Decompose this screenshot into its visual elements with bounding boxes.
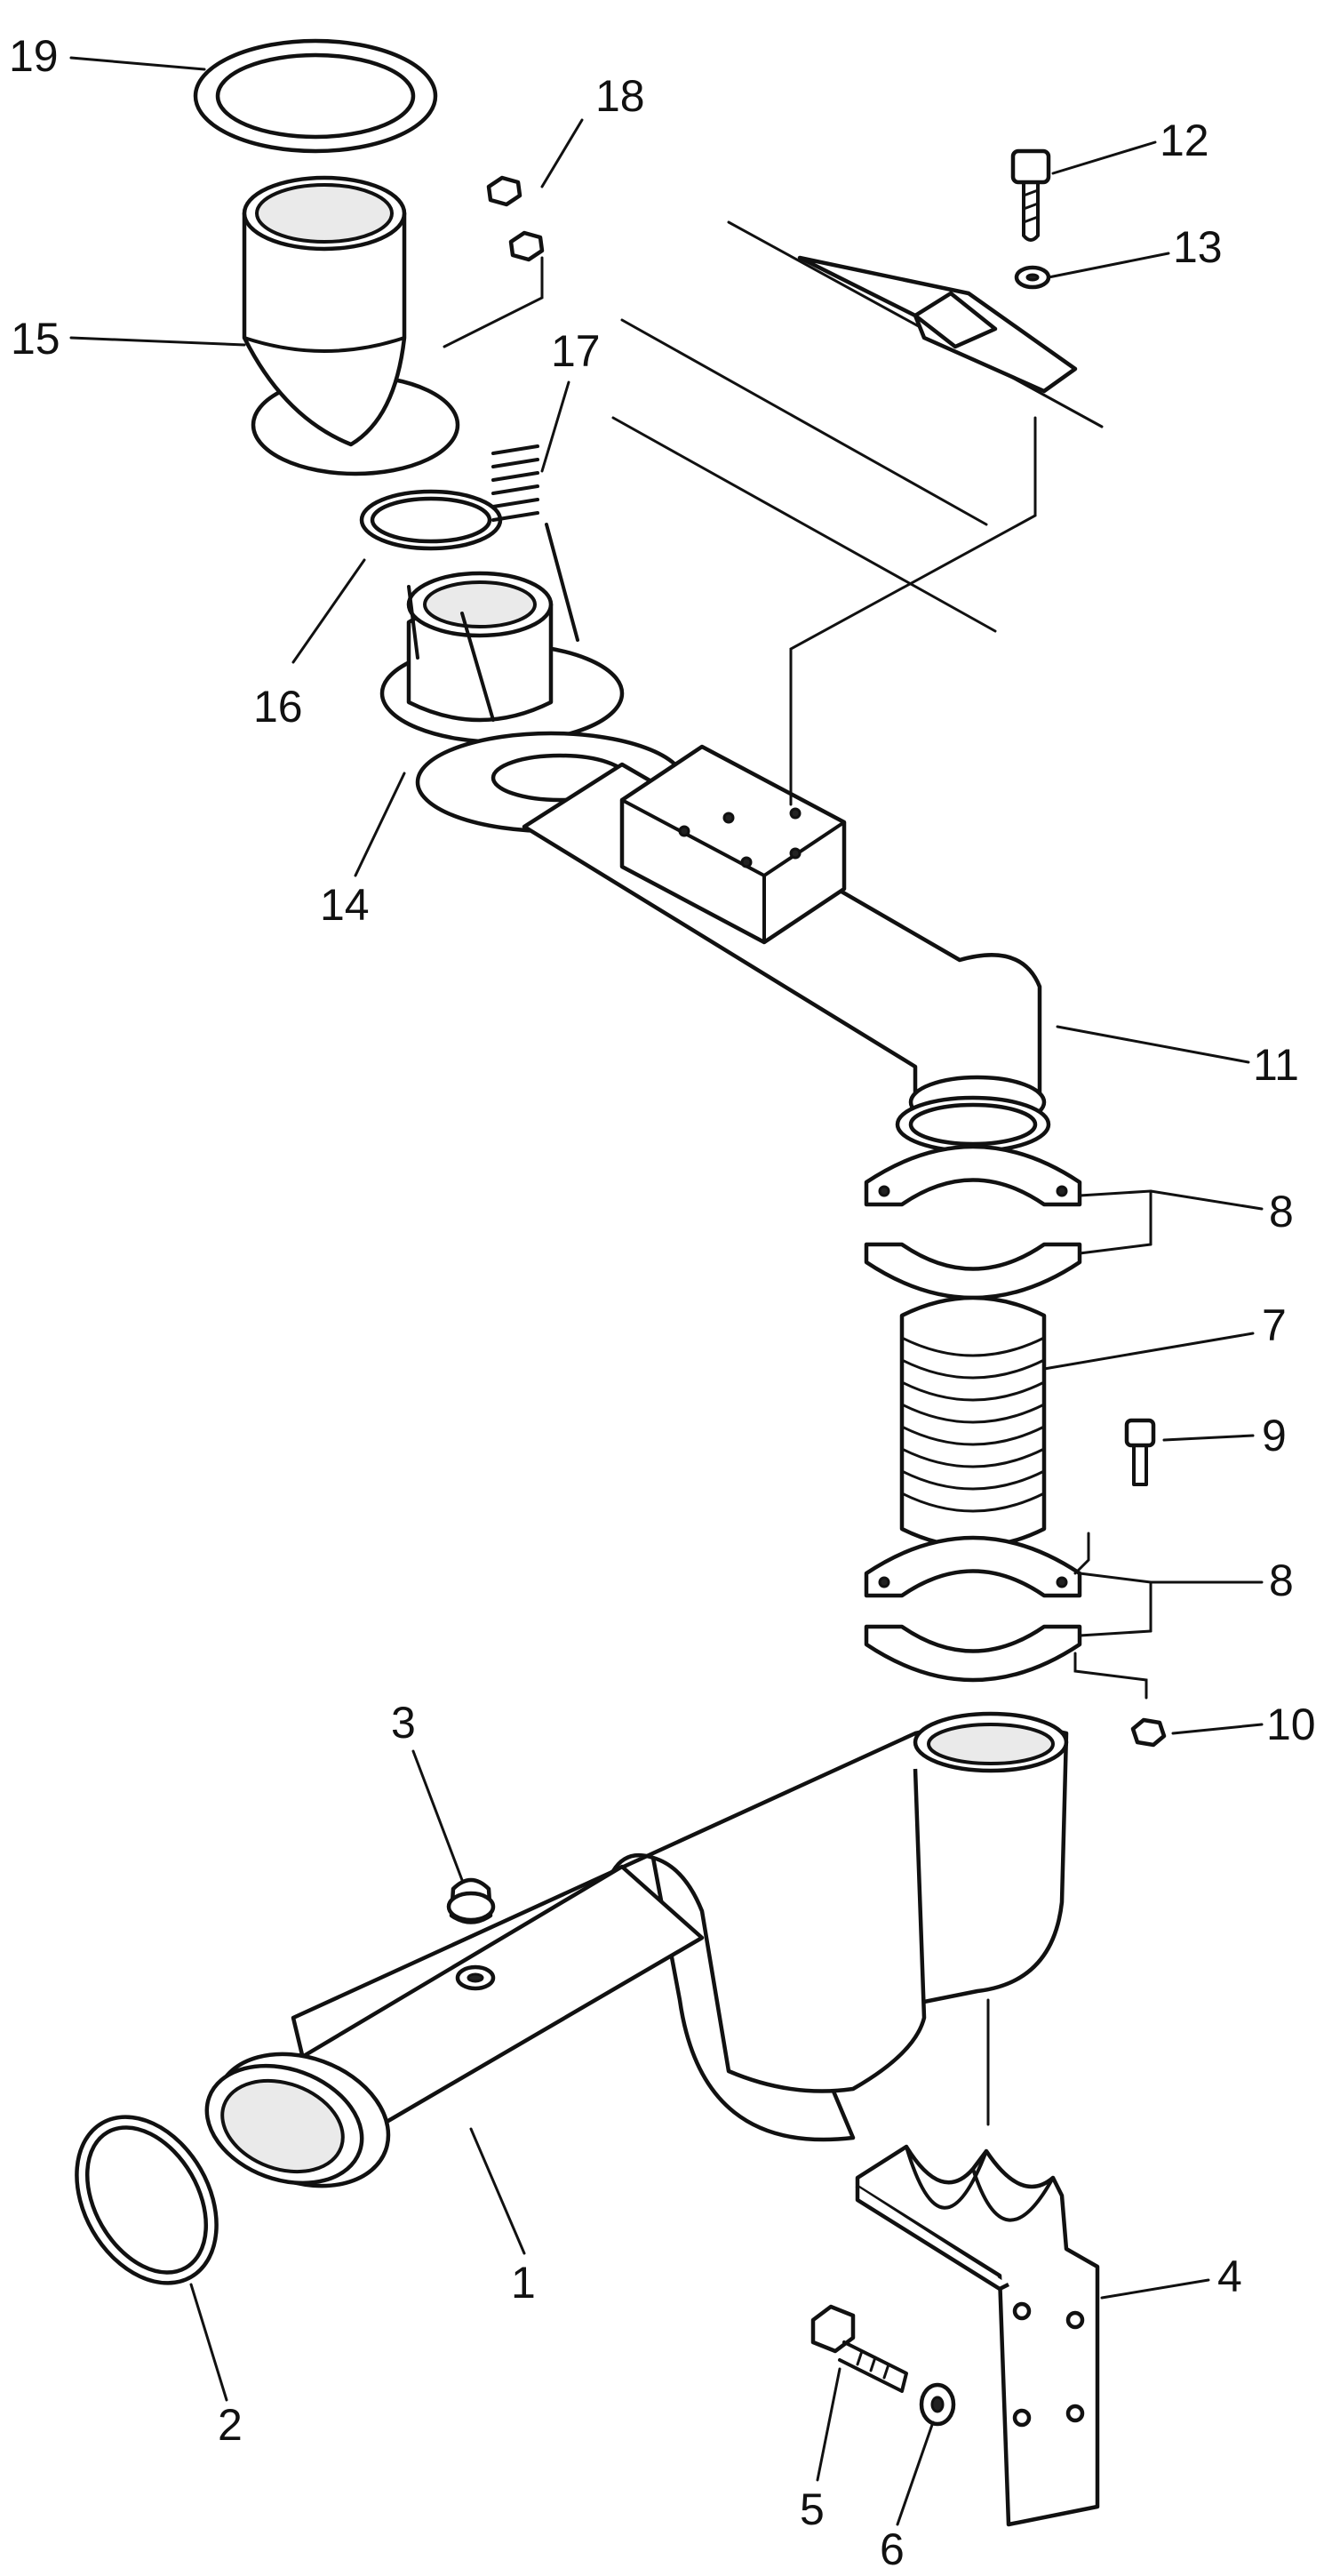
part-5-bolt <box>810 2304 908 2393</box>
upper-seal-ring <box>895 1095 1051 1154</box>
label-5: 5 <box>800 2484 825 2534</box>
part-16-oring <box>359 489 503 551</box>
part-14-flange <box>379 571 625 745</box>
label-7: 7 <box>1262 1300 1287 1350</box>
label-9: 9 <box>1262 1411 1287 1460</box>
label-16: 16 <box>253 682 303 732</box>
label-19: 19 <box>9 31 59 81</box>
part-8-lower-clamp <box>864 1532 1148 1700</box>
label-8-lower: 8 <box>1269 1556 1294 1605</box>
label-11: 11 <box>1253 1040 1299 1090</box>
label-17: 17 <box>551 326 601 376</box>
leader-lines <box>69 56 1264 2526</box>
label-8-upper: 8 <box>1269 1187 1294 1236</box>
label-15: 15 <box>11 314 60 364</box>
part-7-bellows <box>899 1295 1047 1549</box>
part-8-upper-clamp <box>864 1144 1082 1300</box>
label-2: 2 <box>218 2400 243 2450</box>
label-12: 12 <box>1160 116 1209 165</box>
label-14: 14 <box>320 880 370 930</box>
part-15-tube <box>242 175 460 476</box>
part-13-washer <box>1014 265 1051 290</box>
label-13: 13 <box>1173 222 1223 272</box>
part-2-ring <box>75 2115 219 2285</box>
label-18: 18 <box>595 71 645 121</box>
part-12-bolt <box>1010 148 1051 242</box>
part-18-nuts <box>443 175 545 348</box>
label-6: 6 <box>880 2524 905 2572</box>
label-10: 10 <box>1266 1700 1316 1749</box>
part-9-bolt <box>1124 1418 1156 1486</box>
upper-frame <box>611 220 1104 806</box>
part-11-elbow-pipe <box>522 744 1047 1130</box>
label-1: 1 <box>511 2258 536 2308</box>
callout-labels: 19 15 18 17 16 14 12 13 11 8 7 9 8 10 3 … <box>9 31 1316 2574</box>
part-17-spring <box>491 444 579 642</box>
label-4: 4 <box>1217 2252 1242 2301</box>
part-3-fitting <box>446 1877 496 1924</box>
part-4-bracket <box>855 1998 1100 2527</box>
part-6-washer <box>919 2382 956 2427</box>
part-10-nut <box>1130 1717 1167 1748</box>
part-19-ring <box>193 38 438 154</box>
part-1-main-pipe <box>204 1711 1069 2188</box>
label-3: 3 <box>391 1698 416 1748</box>
